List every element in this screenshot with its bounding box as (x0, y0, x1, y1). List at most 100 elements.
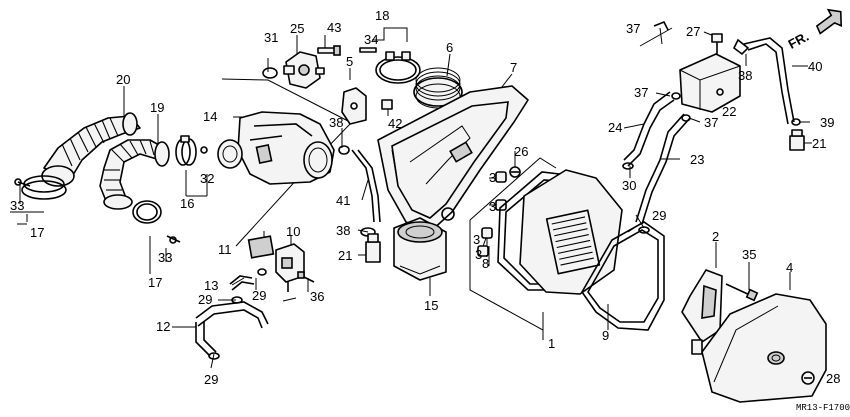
callout-label: 37 (634, 85, 648, 100)
part-7-air-case (377, 85, 529, 233)
part-3-grommets (477, 171, 507, 257)
callout-label: 32 (200, 171, 214, 186)
part-15-element (393, 217, 447, 281)
diagram-code: MR13-F1700 (796, 403, 850, 413)
part-23-hose (635, 113, 691, 225)
callout-label: 23 (690, 152, 704, 167)
part-42-nut (381, 99, 393, 110)
callout-label: 4 (786, 260, 793, 275)
callout-label: 20 (116, 72, 130, 87)
callout-label: 3 (489, 170, 496, 185)
part-18-clamp (359, 47, 421, 84)
part-25-valve (283, 51, 325, 89)
part-21-drain (365, 233, 381, 263)
callout-label: 29 (652, 208, 666, 223)
callout-label: 31 (264, 30, 278, 45)
callout-label: 21 (812, 136, 826, 151)
part-39-clip (791, 118, 801, 126)
part-36-screw (297, 271, 315, 283)
callout-label: 28 (826, 371, 840, 386)
callout-label: 17 (148, 275, 162, 290)
part-10-valve (275, 243, 305, 292)
callout-label: 12 (156, 319, 170, 334)
callout-label: 6 (446, 40, 453, 55)
callout-label: 16 (180, 196, 194, 211)
arrow-right-icon (815, 8, 843, 35)
callout-label: 22 (722, 104, 736, 119)
callout-numbers: 1 2 3 3 3 3 4 5 6 7 8 9 10 11 12 13 14 1… (10, 8, 840, 387)
callout-label: 37 (704, 115, 718, 130)
callout-label: 29 (252, 288, 266, 303)
part-28-screw (801, 371, 815, 385)
callout-label: 29 (198, 292, 212, 307)
callout-label: 37 (626, 21, 640, 36)
part-38-clip-top (732, 38, 750, 56)
callout-label: 38 (738, 68, 752, 83)
part-31-ring (262, 67, 278, 79)
callout-label: 38 (336, 223, 350, 238)
callout-label: 5 (346, 54, 353, 69)
callout-label: 35 (742, 247, 756, 262)
part-35-bolt (725, 283, 759, 302)
callout-label: 3 (475, 247, 482, 262)
callout-label: 3 (489, 199, 496, 214)
callout-label: 33 (10, 198, 24, 213)
part-30-clip (622, 162, 634, 170)
callout-label: 3 (473, 232, 480, 247)
callout-label: 24 (608, 120, 622, 135)
part-11-plate (247, 235, 275, 259)
callout-label: 26 (514, 144, 528, 159)
callout-label: 33 (158, 250, 172, 265)
callout-label: 38 (329, 115, 343, 130)
callout-label: 11 (218, 242, 232, 257)
callout-label: 15 (424, 298, 438, 313)
callout-label: 1 (548, 336, 555, 351)
callout-label: 17 (30, 225, 44, 240)
callout-label: 41 (336, 193, 350, 208)
callout-label: 18 (375, 8, 389, 23)
part-27-bolt (711, 33, 723, 54)
part-12-hose (195, 301, 269, 357)
part-24-hose (623, 91, 675, 167)
part-37-clips (653, 20, 691, 122)
part-2-bracket (681, 269, 723, 355)
part-43-bolt (317, 45, 341, 56)
part-22-reservoir (679, 53, 741, 113)
callout-label: 42 (388, 116, 402, 131)
part-4-cover (701, 293, 827, 403)
part-13-hose (229, 275, 255, 291)
callout-label: 13 (204, 278, 218, 293)
part-29-clips (208, 226, 650, 360)
callout-label: 2 (712, 229, 719, 244)
part-41-hose (351, 149, 381, 223)
callout-label: 8 (482, 256, 489, 271)
direction-label: FR. (786, 29, 812, 52)
callout-label: 7 (510, 60, 517, 75)
callout-label: 14 (203, 109, 217, 124)
part-9-seal (581, 221, 665, 331)
part-21-drain-top (789, 129, 805, 151)
callout-label: 36 (310, 289, 324, 304)
part-19-elbow-tube (99, 139, 170, 210)
part-14-connecting-tube (217, 111, 335, 185)
callout-label: 10 (286, 224, 300, 239)
callout-label: 43 (327, 20, 341, 35)
callout-label: 40 (808, 59, 822, 74)
part-16-clamps (175, 135, 208, 166)
part-5-bracket (341, 87, 367, 125)
callout-label: 25 (290, 21, 304, 36)
callout-label: 21 (338, 248, 352, 263)
callout-label: 30 (622, 178, 636, 193)
callout-label: 19 (150, 100, 164, 115)
part-6-joint (413, 67, 463, 109)
part-33-clamps (14, 178, 181, 244)
part-26-screw (509, 166, 521, 178)
callout-label: 34 (364, 32, 378, 47)
callout-label: 29 (204, 372, 218, 387)
part-40-hose (743, 37, 795, 125)
callout-label: 39 (820, 115, 834, 130)
callout-label: 9 (602, 328, 609, 343)
part-filter-housing (519, 169, 623, 295)
